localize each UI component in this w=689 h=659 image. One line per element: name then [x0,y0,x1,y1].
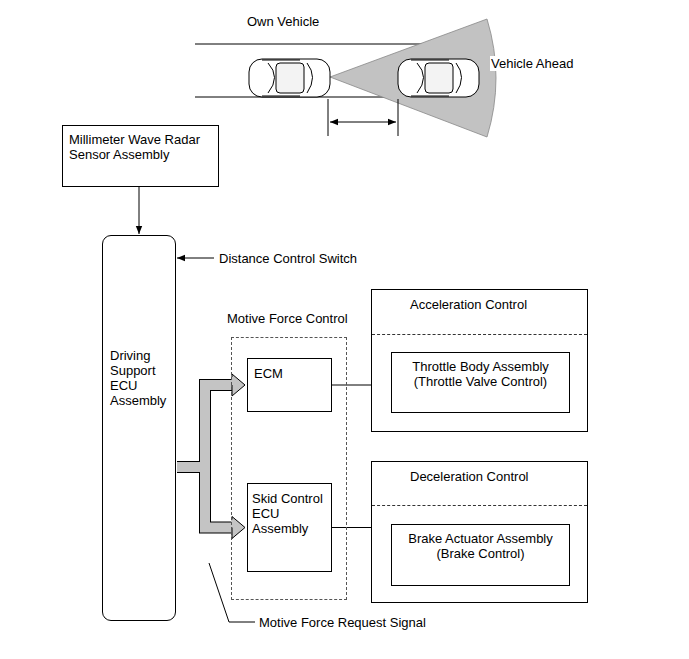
connector [139,187,140,234]
group-heading: Motive Force Control [227,311,348,326]
box-label: Brake Actuator Assembly (Brake Control) [402,531,559,561]
ecu-box: Skid Control ECU Assembly [247,483,332,572]
sensor-box: Millimeter Wave Radar Sensor Assembly [62,125,219,187]
switch-label: Distance Control Switch [218,251,358,266]
box-label: Skid Control ECU Assembly [252,491,327,536]
control-box: Deceleration ControlBrake Actuator Assem… [371,461,588,603]
connector [177,467,232,528]
box-label: Throttle Body Assembly (Throttle Valve C… [402,359,559,389]
leader-arrow [177,258,214,259]
actuator-box: Throttle Body Assembly (Throttle Valve C… [391,352,570,413]
dimension-line [328,99,329,136]
vehicle-label: Vehicle Ahead [490,56,574,71]
dimension-line [398,99,399,136]
signal-label: Motive Force Request Signal [258,615,427,630]
separator-line [372,334,587,335]
box-label: ECM [254,366,325,381]
group-heading: Acceleration Control [372,290,587,312]
vehicle-label: Own Vehicle [246,14,320,29]
box-label: Millimeter Wave Radar Sensor Assembly [69,132,212,162]
connector [177,385,232,467]
control-box: Acceleration ControlThrottle Body Assemb… [371,289,588,432]
group-box: Motive Force ControlECMSkid Control ECU … [231,337,347,600]
ecu-box: ECM [247,358,332,412]
connector [232,517,245,539]
actuator-box: Brake Actuator Assembly (Brake Control) [391,524,570,586]
ecu-box: Driving Support ECU Assembly [102,235,176,621]
connector [177,467,232,528]
separator-line [372,505,587,506]
distance-arrow [330,122,396,123]
vehicle-ahead [398,59,479,97]
radar-beam [330,19,496,137]
box-label: Driving Support ECU Assembly [110,348,169,408]
own-vehicle [249,59,330,97]
connector [177,385,232,467]
group-heading: Deceleration Control [372,462,587,484]
connector [232,374,245,396]
